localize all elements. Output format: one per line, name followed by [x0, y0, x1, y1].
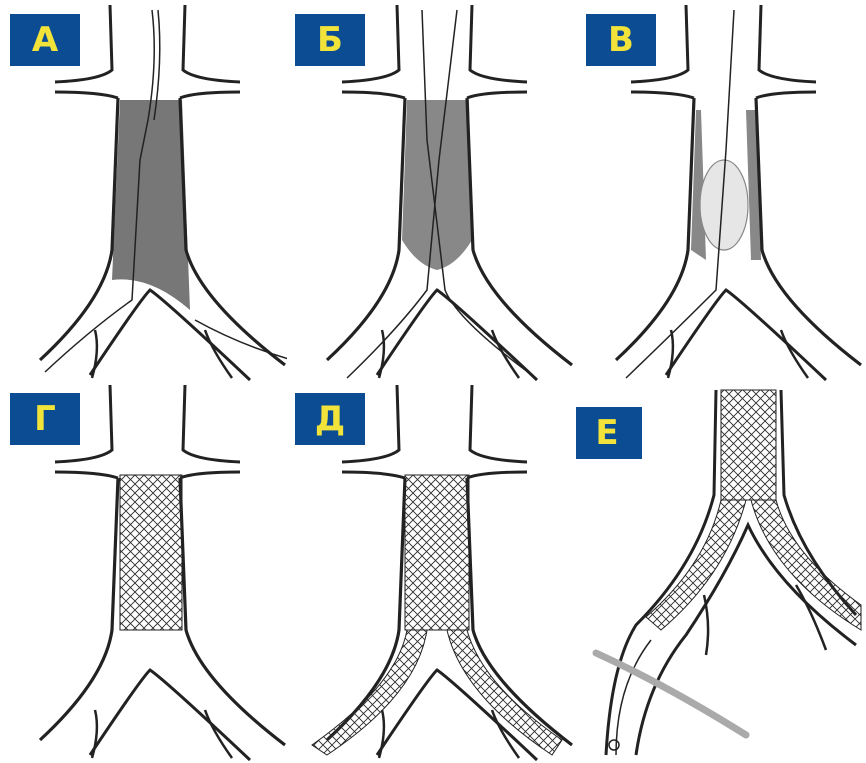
- stent-mesh-right: [751, 500, 861, 630]
- panel-f-label: Е: [576, 407, 642, 459]
- panel-d: Г: [0, 385, 290, 763]
- panel-e-label: Д: [295, 393, 365, 445]
- panel-c-label: В: [586, 14, 656, 66]
- stent-mesh: [120, 475, 182, 630]
- panel-b-label: Б: [295, 14, 365, 66]
- stent-mesh: [721, 390, 776, 500]
- panel-f: Е: [576, 385, 866, 763]
- thrombus-shape: [112, 100, 190, 310]
- stent-mesh-left: [646, 500, 746, 630]
- panel-a: А: [0, 0, 290, 385]
- panel-e: Д: [287, 385, 577, 763]
- panel-c: В: [576, 0, 866, 385]
- stent-mesh: [405, 475, 469, 630]
- panel-d-label: Г: [10, 393, 80, 445]
- panel-a-label: А: [10, 14, 80, 66]
- panel-b: Б: [287, 0, 577, 385]
